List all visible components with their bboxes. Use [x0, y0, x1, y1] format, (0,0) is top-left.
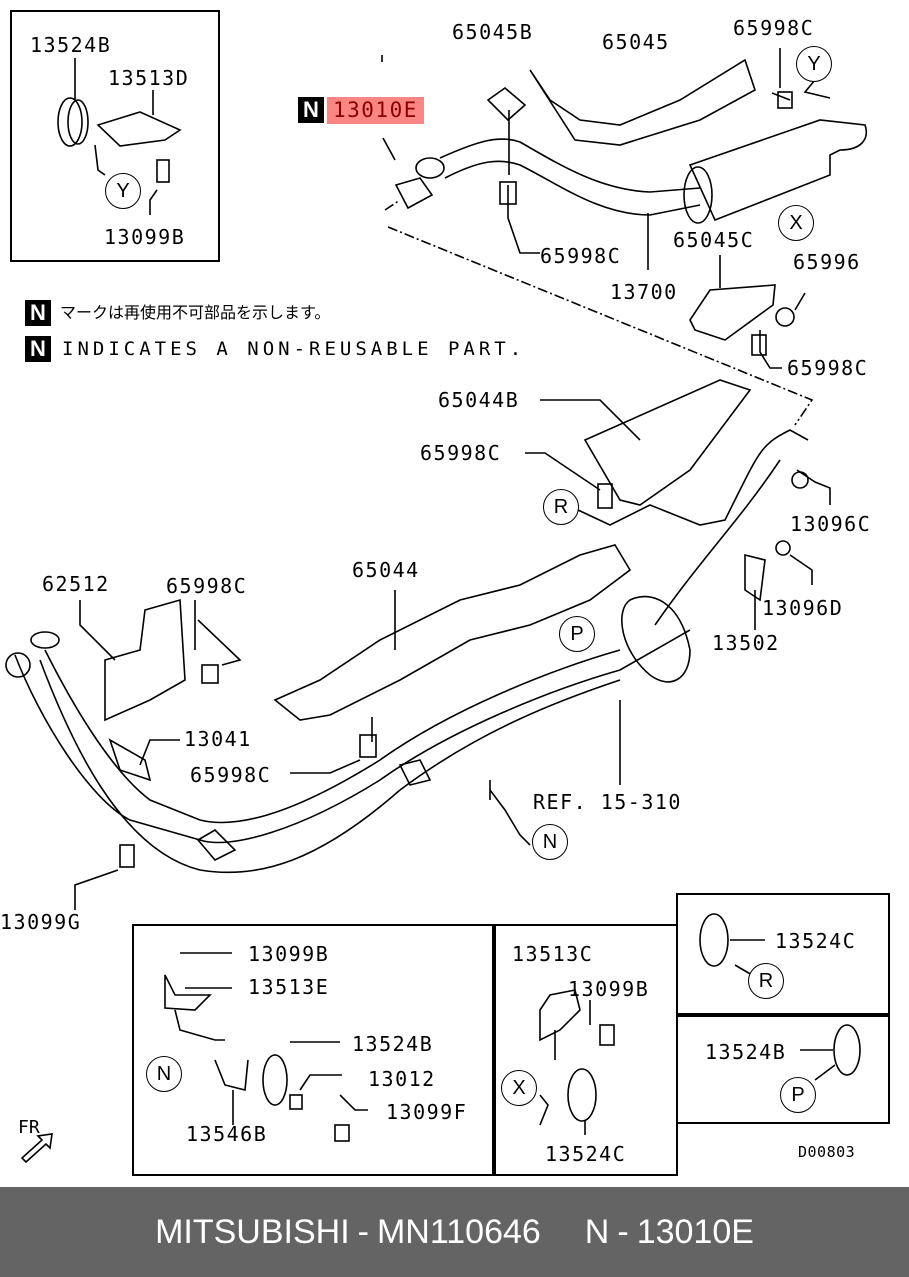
part-label: 65998C — [420, 441, 502, 465]
part-label: 13524B — [352, 1032, 434, 1056]
callout-p: P — [559, 616, 595, 652]
bracket-icon — [96, 111, 182, 147]
front-exhaust-pipe — [14, 629, 691, 844]
heat-shield-65044 — [273, 544, 632, 721]
part-label: 13099B — [568, 977, 650, 1001]
part-label: 13513C — [512, 942, 594, 966]
callout-r: R — [543, 489, 579, 525]
part-label: 65045B — [452, 20, 534, 44]
callout-x: X — [501, 1070, 537, 1106]
front-direction-arrow-icon — [20, 1133, 53, 1164]
part-label: 65044B — [438, 388, 520, 412]
part-label: 65998C — [733, 16, 815, 40]
part-label: 13096D — [762, 596, 844, 620]
legend-mark-jp: N — [25, 300, 51, 326]
bracket-13041 — [108, 738, 180, 782]
separator: - — [617, 1212, 629, 1251]
part-label: 13099B — [104, 225, 186, 249]
inset-box-bottom-right-top — [676, 893, 890, 1017]
brand-name: MITSUBISHI — [155, 1212, 350, 1251]
callout-y: Y — [796, 46, 832, 82]
part-label: 65998C — [166, 574, 248, 598]
heat-shield-65045 — [529, 58, 756, 146]
callout-p: P — [780, 1077, 816, 1113]
part-label: 13099F — [386, 1100, 468, 1124]
part-label: 13524B — [705, 1040, 787, 1064]
part-label: 65998C — [190, 763, 272, 787]
part-label: 13096C — [790, 512, 872, 536]
front-direction-label: FR — [18, 1117, 40, 1138]
part-label: 65044 — [352, 558, 420, 582]
part-label: 65998C — [540, 244, 622, 268]
non-reusable-mark: N — [298, 97, 324, 123]
callout-r: R — [748, 963, 784, 999]
bracket-62512 — [104, 598, 186, 722]
footer-bar: MITSUBISHI - MN110646 N - 13010E — [0, 1187, 909, 1277]
separator: - — [357, 1212, 369, 1251]
part-label: 13524C — [545, 1142, 627, 1166]
part-label: 13502 — [712, 631, 780, 655]
reference-number: 13010E — [636, 1212, 754, 1251]
part-label: 13012 — [368, 1067, 436, 1091]
inset-box-bottom-left — [132, 924, 496, 1176]
legend-text-jp: マークは再使用不可部品を示します。 — [60, 303, 331, 322]
bracket-65045C — [689, 255, 776, 341]
callout-n: N — [532, 824, 568, 860]
part-number: MN110646 — [376, 1212, 541, 1251]
dash-dot-line — [384, 199, 814, 426]
part-label: 13524B — [30, 33, 112, 57]
drawing-id: D00803 — [798, 1143, 856, 1161]
gasket-icon — [394, 177, 434, 210]
leader-lines-inset-tl — [74, 58, 158, 215]
part-label: 65045C — [673, 228, 755, 252]
inset-box-top-left — [10, 10, 220, 262]
bracket-65045B — [486, 86, 527, 122]
callout-n: N — [146, 1056, 182, 1092]
highlighted-part-number[interactable]: 13010E — [327, 97, 424, 124]
non-reusable-mark: N — [584, 1212, 610, 1251]
legend-mark-en: N — [25, 336, 51, 362]
part-label: 65996 — [793, 250, 861, 274]
part-label: 65998C — [787, 356, 869, 380]
muffler-shape — [688, 119, 867, 222]
legend-text-en: INDICATES A NON-REUSABLE PART. — [62, 338, 526, 360]
part-label: 13546B — [186, 1122, 268, 1146]
bracket-13502 — [744, 553, 766, 602]
rear-pipe-13700 — [439, 138, 701, 216]
exhaust-line-art — [5, 48, 867, 1164]
part-label: 62512 — [42, 572, 110, 596]
callout-y: Y — [105, 173, 141, 209]
part-label: 13524C — [775, 929, 857, 953]
heat-shield-65044B — [583, 379, 752, 506]
bolt-icon — [156, 159, 170, 183]
part-label: 13513D — [108, 66, 190, 90]
exhaust-parts-diagram: 13524B 13513D 13099B Y N 13010E N マークは再使… — [0, 10, 890, 1176]
callout-x: X — [778, 205, 814, 241]
mid-pipe — [577, 429, 809, 626]
part-label: 13099B — [248, 942, 330, 966]
reference-label: REF. 15-310 — [533, 790, 682, 814]
part-label: 13099G — [0, 910, 82, 934]
part-label: 13041 — [184, 727, 252, 751]
part-label: 13513E — [248, 975, 330, 999]
inset-box-bottom-right-bottom — [676, 1013, 890, 1124]
part-label: 65045 — [602, 30, 670, 54]
part-label: 13700 — [610, 280, 678, 304]
rubber-hanger-icon — [57, 97, 83, 147]
catalytic-converter — [621, 595, 691, 683]
